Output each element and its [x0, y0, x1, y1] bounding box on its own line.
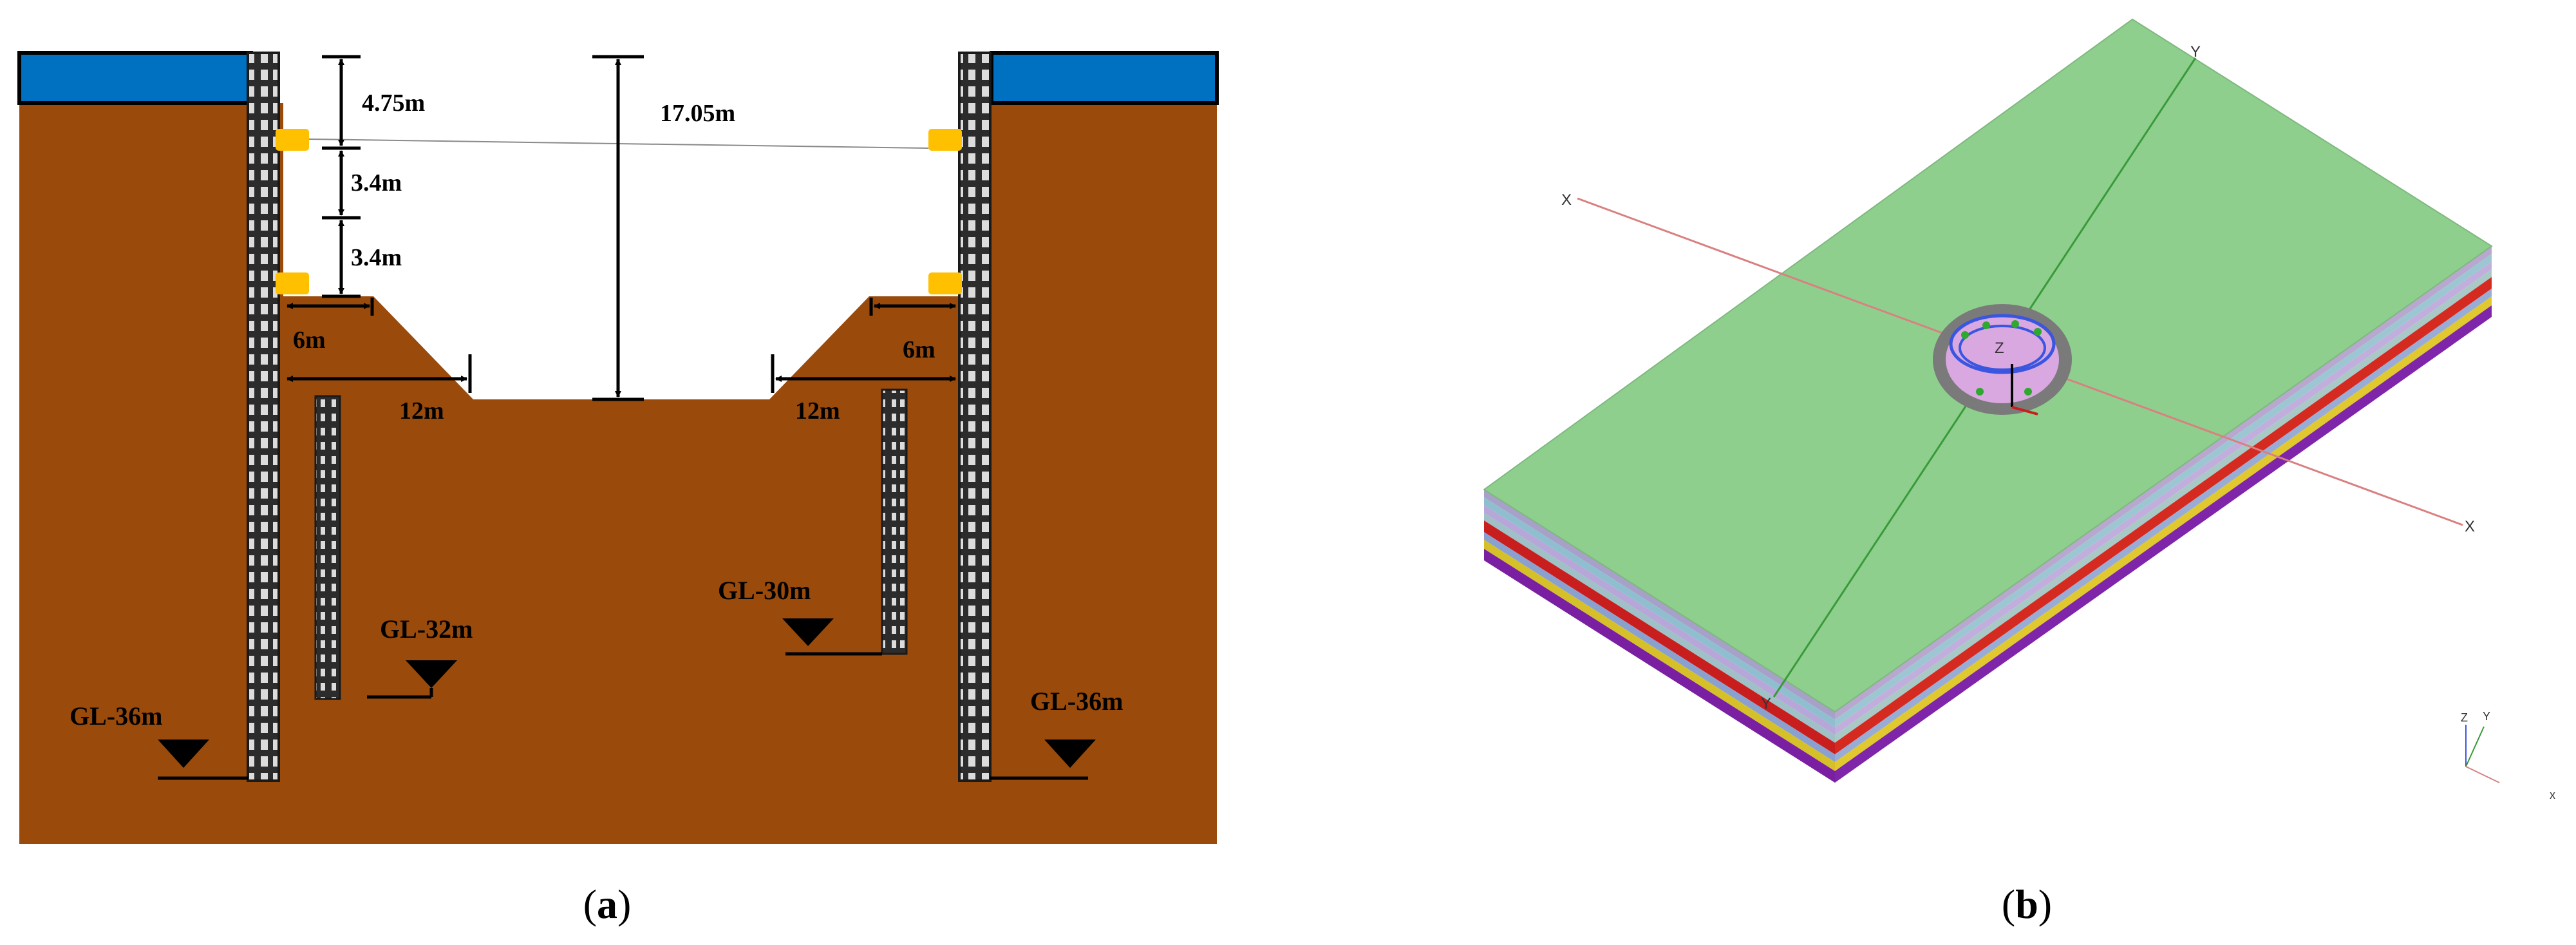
triad-y-label: Y	[2483, 710, 2490, 723]
shaft-excavation: Z	[1933, 304, 2072, 415]
caption-a: (a)	[583, 881, 632, 927]
level-marker-pile-left	[367, 660, 457, 699]
dim-label-12m-right: 12m	[795, 397, 840, 425]
z-axis-label: Z	[1995, 339, 2004, 357]
diaphragm-wall-left	[247, 52, 280, 782]
soil-layers-side-left	[1484, 490, 1835, 783]
strut-right-2	[928, 272, 962, 294]
panel-b-3d-model: X X Y Y Z Z Y x (	[1483, 18, 2555, 927]
caption-b: (b)	[2002, 881, 2052, 927]
dim-total-depth	[592, 55, 644, 401]
y-axis-label-bottom: Y	[1761, 695, 1771, 712]
surface-layer-right	[990, 51, 1219, 105]
diaphragm-wall-right	[958, 52, 992, 782]
strut-right-1	[928, 129, 962, 151]
dim-stack-left	[322, 55, 361, 298]
level-label-gl-30: GL-30m	[718, 576, 811, 605]
level-label-gl-32: GL-32m	[380, 615, 473, 644]
dim-label-6m-left: 6m	[293, 327, 326, 354]
excavation-pit	[283, 52, 959, 399]
dim-label-3-4-lower: 3.4m	[351, 244, 402, 271]
dim-label-4-75: 4.75m	[362, 90, 425, 117]
dim-label-12m-left: 12m	[399, 397, 444, 425]
pile-left	[314, 395, 341, 700]
dim-label-3-4-upper: 3.4m	[351, 169, 402, 196]
surface-layer-left	[17, 51, 253, 105]
level-marker-wall-right	[990, 740, 1096, 780]
dim-berm-left	[287, 298, 472, 393]
strut-left-2	[276, 272, 309, 294]
dim-label-6m-right: 6m	[903, 336, 935, 363]
pile-right	[881, 388, 908, 655]
level-label-gl-36-right: GL-36m	[1030, 687, 1123, 716]
level-marker-pile-right	[782, 618, 882, 656]
level-label-gl-36-left: GL-36m	[70, 702, 162, 730]
triad-z-label: Z	[2461, 711, 2468, 724]
strut-left-1	[276, 129, 309, 151]
dim-berm-right	[771, 298, 956, 393]
dim-label-17-05: 17.05m	[660, 100, 735, 127]
level-marker-wall-left	[158, 740, 248, 780]
y-axis-label-top: Y	[2190, 43, 2201, 61]
soil-layers-side-right	[1835, 246, 2492, 783]
orientation-triad: Z Y x	[2461, 710, 2555, 801]
x-axis-label-left: X	[1561, 191, 1572, 209]
x-axis-label-right: X	[2465, 518, 2475, 535]
triad-x-label: x	[2550, 788, 2555, 801]
panel-a-excavation-section: 4.75m 3.4m 3.4m 17.05m 6m 12m 6m 12m	[17, 51, 1219, 927]
